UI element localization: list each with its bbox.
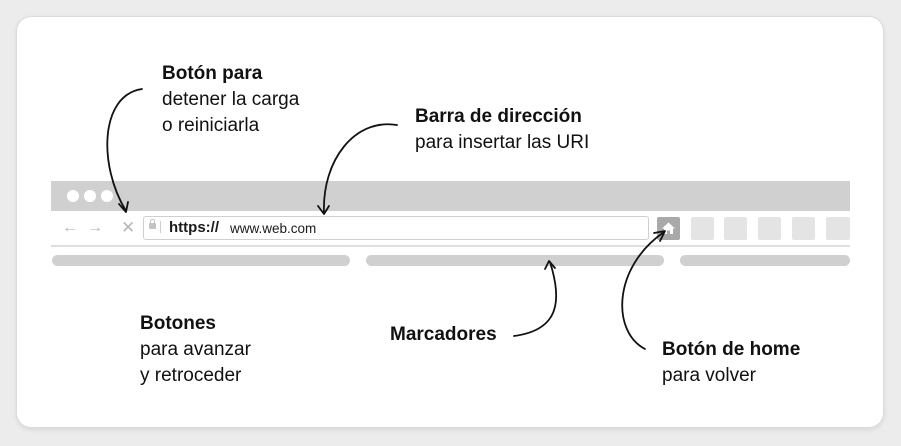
- annotation-text: y retroceder: [140, 365, 242, 386]
- annotation-text: detener la carga: [162, 89, 300, 110]
- arrow-stop-reload: [106, 88, 143, 212]
- annotation-title: Botón de home: [662, 339, 801, 360]
- annotation-text: para insertar las URI: [415, 132, 590, 153]
- lock-icon: [149, 219, 156, 229]
- forward-button[interactable]: →: [87, 219, 103, 236]
- window-control-dot: [67, 190, 79, 202]
- url-protocol: https://: [169, 219, 219, 236]
- bookmark-item[interactable]: [680, 255, 850, 266]
- window-control-dot: [84, 190, 96, 202]
- annotation-nav-buttons: Botones para avanzar y retroceder: [140, 311, 251, 389]
- annotation-bookmarks: Marcadores: [390, 322, 497, 348]
- toolbar-extension-button[interactable]: [691, 217, 714, 240]
- back-button[interactable]: ←: [62, 219, 78, 236]
- toolbar-extension-button[interactable]: [758, 217, 781, 240]
- toolbar-extension-button[interactable]: [724, 217, 747, 240]
- toolbar-extension-button[interactable]: [826, 217, 850, 240]
- bookmark-item[interactable]: [366, 255, 664, 266]
- window-control-dot: [101, 190, 113, 202]
- annotation-title: Barra de dirección: [415, 106, 582, 127]
- address-bar-separator: [160, 221, 161, 233]
- annotation-title: Marcadores: [390, 324, 497, 345]
- arrowhead: [653, 230, 666, 242]
- annotation-text: para volver: [662, 365, 756, 386]
- url-domain: www.web.com: [230, 221, 317, 236]
- browser-title-bar: [51, 181, 850, 211]
- arrowhead: [544, 260, 556, 270]
- bookmark-item[interactable]: [52, 255, 350, 266]
- arrow-address-bar: [323, 123, 398, 214]
- annotation-title: Botones: [140, 313, 216, 334]
- annotation-text: para avanzar: [140, 339, 251, 360]
- annotation-text: o reiniciarla: [162, 115, 260, 136]
- arrowhead: [118, 201, 129, 213]
- arrowhead: [317, 205, 330, 215]
- annotation-stop-reload: Botón para detener la carga o reiniciarl…: [162, 61, 299, 139]
- arrow-bookmarks: [513, 261, 557, 337]
- arrow-home: [621, 231, 665, 350]
- stop-reload-button[interactable]: ✕: [121, 218, 136, 237]
- address-bar[interactable]: [143, 216, 649, 240]
- toolbar-extension-button[interactable]: [792, 217, 815, 240]
- annotation-address-bar: Barra de dirección para insertar las URI: [415, 104, 589, 156]
- annotation-home: Botón de home para volver: [662, 337, 800, 389]
- annotation-title: Botón para: [162, 63, 263, 84]
